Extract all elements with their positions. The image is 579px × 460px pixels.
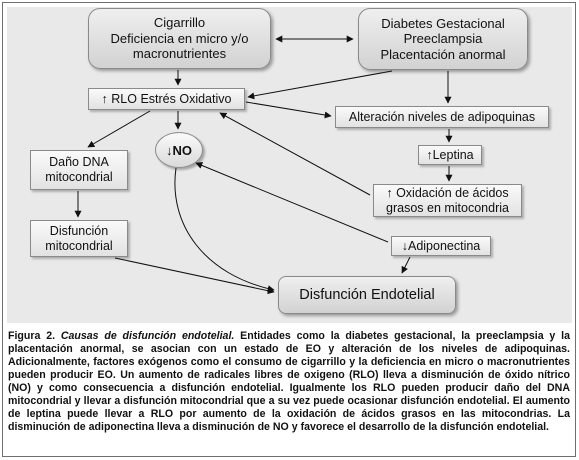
node-rlo: ↑ RLO Estrés Oxidativo	[88, 88, 245, 110]
caption-title: Causas de disfunción endotelial.	[60, 330, 235, 342]
node-adiponectina: ↓Adiponectina	[391, 236, 491, 256]
figure-caption: Figura 2. Causas de disfunción endotelia…	[8, 330, 570, 434]
node-cigarrillo: Cigarrillo Deficiencia en micro y/o macr…	[88, 8, 271, 69]
node-adipoquinas: Alteración niveles de adipoquinas	[335, 106, 549, 128]
node-leptina: ↑Leptina	[418, 145, 482, 165]
caption-label: Figura 2.	[8, 330, 56, 342]
node-diabetes: Diabetes Gestacional Preeclampsia Placen…	[358, 8, 528, 70]
node-disfuncion-endotelial: Disfunción Endotelial	[278, 276, 456, 314]
node-dano-dna: Daño DNA mitocondrial	[30, 150, 128, 190]
node-disfuncion-mitocondrial: Disfunción mitocondrial	[30, 220, 128, 257]
caption-text: Entidades como la diabetes gestacional, …	[8, 330, 570, 433]
node-no: ↓NO	[155, 132, 203, 168]
node-oxidacion: ↑ Oxidación de ácidos grasos en mitocond…	[373, 184, 522, 217]
